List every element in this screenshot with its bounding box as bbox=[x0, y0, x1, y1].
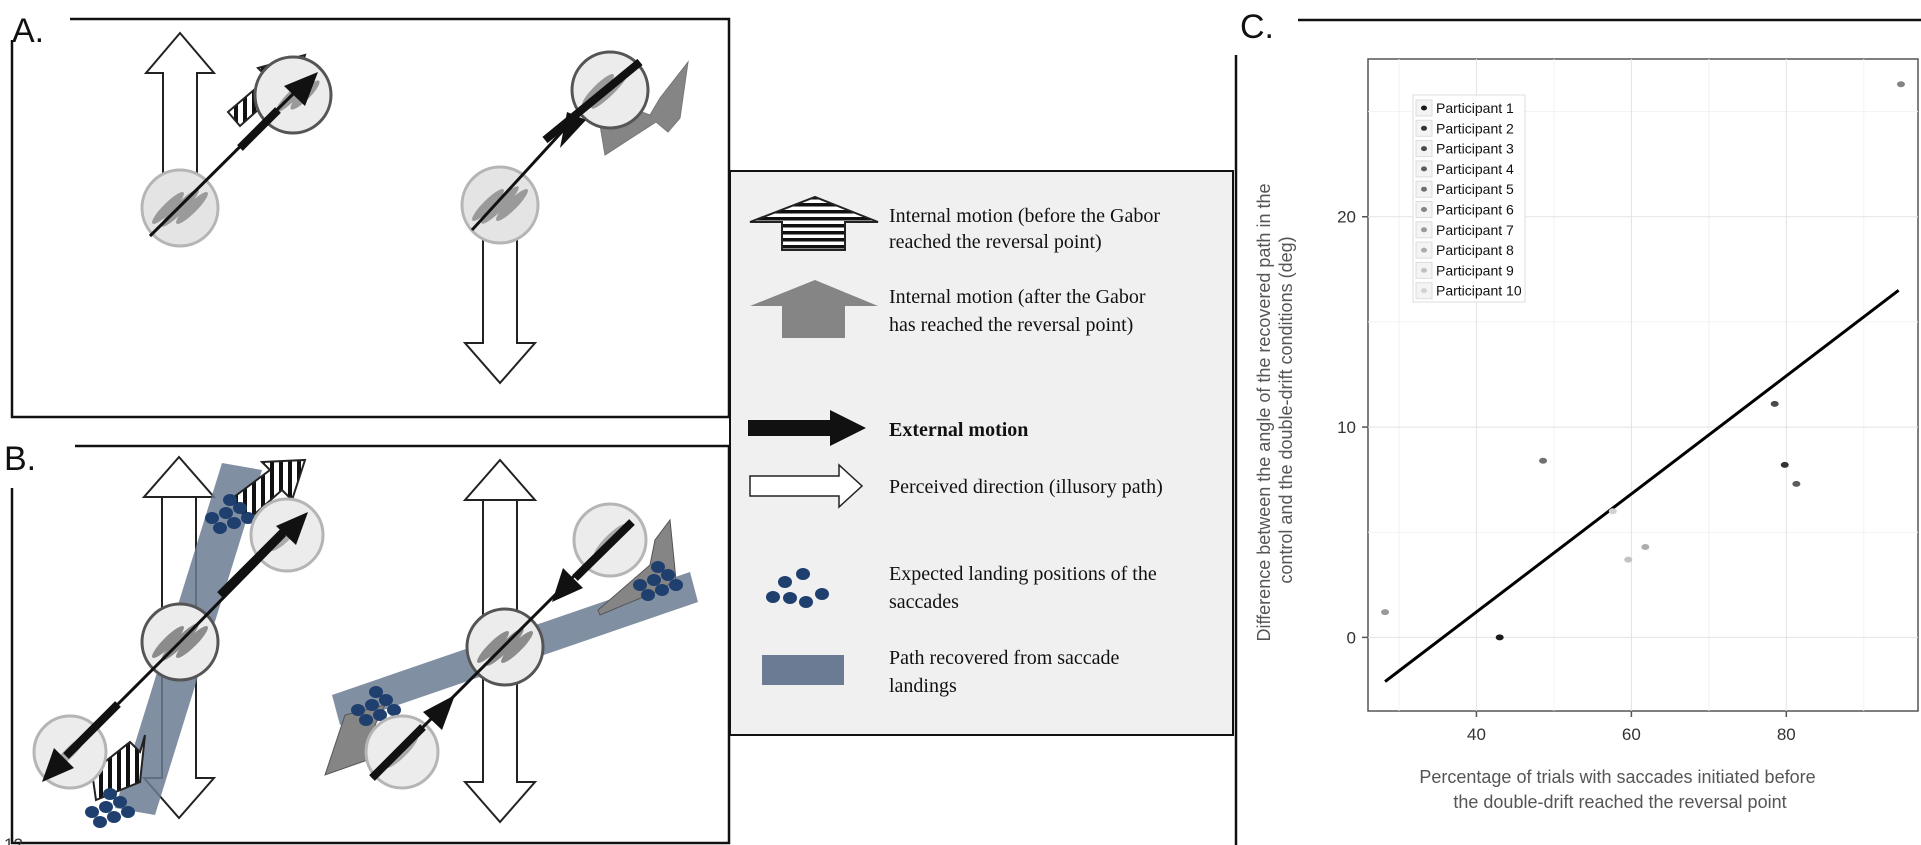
y-tick-label: 10 bbox=[1337, 418, 1356, 437]
gray-arrow-icon bbox=[750, 280, 878, 338]
black-arrow-icon bbox=[748, 410, 866, 446]
legend-key-dot bbox=[1421, 105, 1427, 111]
stray-text: 12 bbox=[4, 835, 23, 845]
legend-key-dot bbox=[1421, 146, 1427, 152]
legend-entry-label: Participant 8 bbox=[1436, 242, 1514, 258]
panel-b: B. 12 bbox=[4, 440, 731, 845]
legend-key-dot bbox=[1421, 207, 1427, 212]
dots-icon bbox=[766, 568, 829, 608]
x-tick-label: 40 bbox=[1467, 725, 1486, 744]
data-point bbox=[1608, 508, 1617, 515]
legend-panel: Internal motion (before the Gabor reache… bbox=[729, 170, 1234, 736]
legend-item-text: External motion bbox=[889, 419, 1028, 441]
gabor-start-icon bbox=[460, 165, 540, 245]
panel-c-label: C. bbox=[1240, 8, 1274, 46]
data-point bbox=[1641, 543, 1650, 550]
y-axis-label: Difference between the angle of the reco… bbox=[1254, 179, 1296, 642]
legend-key-dot bbox=[1421, 125, 1427, 131]
legend-key-dot bbox=[1421, 227, 1427, 233]
x-tick-label: 60 bbox=[1622, 725, 1641, 744]
external-motion-arrow-icon bbox=[42, 512, 308, 782]
external-motion-arrow-icon bbox=[148, 72, 318, 238]
legend-key-dot bbox=[1421, 247, 1427, 253]
data-point bbox=[1792, 480, 1801, 487]
perceived-arrow-up-icon bbox=[143, 31, 217, 186]
legend-entry-label: Participant 6 bbox=[1436, 202, 1514, 218]
y-tick-label: 20 bbox=[1337, 208, 1356, 227]
striped-internal-arrow-icon bbox=[90, 458, 307, 802]
legend-item-text: Internal motion (before the Gabor reache… bbox=[889, 205, 1165, 253]
panel-b-label: B. bbox=[4, 440, 36, 478]
x-tick-label: 80 bbox=[1777, 725, 1796, 744]
data-point bbox=[1780, 461, 1789, 468]
gray-internal-arrow-icon bbox=[594, 60, 689, 156]
panel-a: A. bbox=[10, 12, 731, 419]
legend-entry-label: Participant 9 bbox=[1436, 262, 1514, 278]
data-point bbox=[1539, 457, 1548, 464]
legend-key-dot bbox=[1421, 186, 1427, 192]
legend-key-dot bbox=[1421, 267, 1427, 273]
outline-arrow-icon bbox=[749, 463, 864, 509]
external-motion-arrow-icon bbox=[369, 519, 635, 781]
fit-line bbox=[1384, 289, 1900, 683]
legend-entry-label: Participant 3 bbox=[1436, 141, 1514, 157]
data-point bbox=[1381, 609, 1390, 616]
perceived-arrow-down-icon bbox=[462, 239, 538, 385]
panel-a-label: A. bbox=[12, 12, 44, 50]
y-tick-label: 0 bbox=[1347, 628, 1356, 647]
legend-entry-label: Participant 4 bbox=[1436, 161, 1514, 177]
path-bar-icon bbox=[762, 655, 844, 685]
y-ticks: 0 10 20 bbox=[1337, 208, 1368, 647]
data-point bbox=[1624, 556, 1633, 563]
legend-entry-label: Participant 1 bbox=[1436, 100, 1514, 116]
legend-entry-label: Participant 10 bbox=[1436, 283, 1522, 299]
striped-arrow-icon bbox=[749, 195, 879, 251]
legend-key-dot bbox=[1421, 166, 1427, 172]
legend-key-dot bbox=[1421, 288, 1427, 294]
chart-legend: Participant 1 Participant 2 Participant 3 P… bbox=[1412, 94, 1526, 303]
data-point bbox=[1896, 81, 1905, 88]
data-point bbox=[1495, 634, 1504, 641]
x-ticks: 40 60 80 bbox=[1467, 711, 1796, 744]
legend-item-text: Expected landing positions of the saccad… bbox=[889, 563, 1162, 613]
point-layer bbox=[1381, 81, 1905, 641]
legend-item-text: Path recovered from saccade landings bbox=[889, 647, 1124, 697]
legend-item-text: Internal motion (after the Gabor has rea… bbox=[889, 286, 1151, 336]
fit-line-layer bbox=[1384, 289, 1900, 683]
external-motion-arrow-icon bbox=[470, 58, 643, 232]
legend-entry-label: Participant 7 bbox=[1436, 222, 1514, 238]
legend-item-text: Perceived direction (illusory path) bbox=[889, 476, 1163, 498]
data-point bbox=[1770, 400, 1779, 407]
x-axis-label: Percentage of trials with saccades initi… bbox=[1419, 767, 1820, 812]
legend-entry-label: Participant 5 bbox=[1436, 181, 1514, 197]
legend-entry-label: Participant 2 bbox=[1436, 120, 1514, 136]
